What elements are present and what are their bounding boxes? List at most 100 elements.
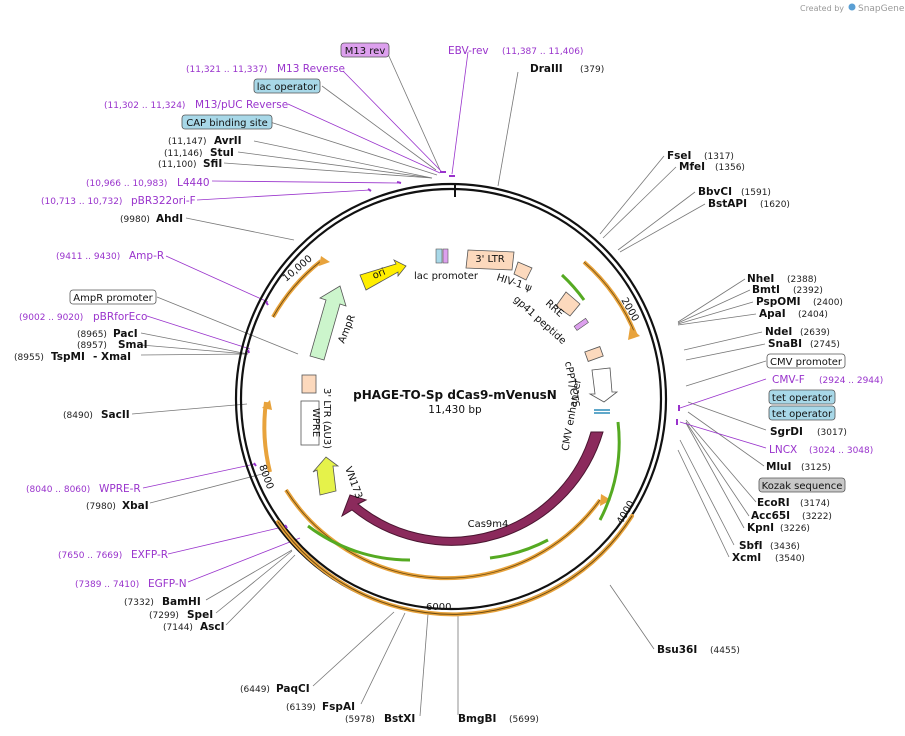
enzyme-spei: SpeI — [187, 609, 213, 621]
enzyme-paqci-pos: (6449) — [240, 685, 270, 695]
lac-operator-box — [253, 78, 321, 94]
enzyme-mfei-pos: (1356) — [715, 163, 745, 173]
kozak-box — [758, 477, 846, 493]
plasmid-name: pHAGE-TO-Sp dCas9-mVenusN — [353, 388, 557, 402]
enzyme-ahdi-pos: (9980) — [120, 215, 150, 225]
plasmid-size: 11,430 bp — [428, 404, 482, 416]
snapgene-logo-icon — [848, 3, 856, 11]
ltr3u3-feature — [301, 374, 317, 394]
cmvf-label: CMV-F — [772, 374, 805, 386]
enzyme-bstapi: BstAPI — [708, 198, 747, 210]
enzyme-avrii-pos: (11,147) — [168, 137, 207, 147]
exfp-pos: (7650 .. 7669) — [58, 551, 122, 561]
ampr-label: AmpR — [337, 313, 358, 345]
tet-operator-marks — [594, 409, 610, 414]
enzyme-sacii: SacII — [101, 409, 130, 421]
m13reverse-label: M13 Reverse — [277, 63, 345, 75]
enzyme-sbfi: SbfI — [739, 540, 763, 552]
egfp-pos: (7389 .. 7410) — [75, 580, 139, 590]
enzyme-acc65i: Acc65I — [751, 510, 790, 522]
gp41-feature — [573, 317, 589, 331]
lncx-pos: (3024 .. 3048) — [809, 446, 873, 456]
enzyme-bstapi-pos: (1620) — [760, 200, 790, 210]
enzyme-mfei: MfeI — [679, 161, 705, 173]
primer-marks — [247, 171, 680, 529]
ltr3-feature — [465, 249, 515, 271]
enzyme-tspmi: TspMI — [51, 351, 85, 363]
cap-site-box-label: CAP binding site — [186, 118, 268, 129]
enzyme-xcmi: XcmI — [732, 552, 761, 564]
m13puc-label: M13/pUC Reverse — [195, 99, 288, 111]
lac-operator-mark — [435, 248, 443, 264]
enzyme-apai-pos: (2404) — [798, 310, 828, 320]
pbrfor-pos: (9002 .. 9020) — [19, 313, 83, 323]
backbone-inner — [239, 187, 663, 611]
green-arcs — [307, 273, 621, 562]
ltr3-feature-2 — [513, 261, 533, 281]
enzyme-fspai-pos: (6139) — [286, 703, 316, 713]
cmv-enhancer-label: CMV enhancer — [560, 377, 584, 451]
m13puc-pos: (11,302 .. 11,324) — [104, 101, 185, 111]
arrow-head-4 — [600, 494, 611, 506]
m13reverse-pos: (11,321 .. 11,337) — [186, 65, 267, 75]
enzyme-xbai: XbaI — [122, 500, 149, 512]
lncx-label: LNCX — [769, 444, 797, 456]
enzyme-mlui-pos: (3125) — [801, 463, 831, 473]
enzyme-fsei: FseI — [667, 150, 691, 162]
enzyme-bstxi: BstXI — [384, 713, 415, 725]
pbr322-label: pBR322ori-F — [131, 195, 196, 207]
ampr-feature — [309, 285, 347, 361]
rre-feature — [555, 291, 581, 317]
enzyme-ecori-pos: (3174) — [800, 499, 830, 509]
credit-text: Created by — [800, 4, 844, 13]
enzyme-draiii: DraIII — [530, 63, 563, 75]
enzyme-mlui: MluI — [766, 461, 791, 473]
vn173-label: VN173 — [342, 465, 364, 500]
enzyme-sbfi-pos: (3436) — [770, 542, 800, 552]
enzyme-bmgbi: BmgBI — [458, 713, 496, 725]
wpre-primer-pos: (8040 .. 8060) — [26, 485, 90, 495]
l4440-label: L4440 — [177, 177, 210, 189]
enzyme-apai: ApaI — [759, 308, 786, 320]
enzyme-acc65i-pos: (3222) — [802, 512, 832, 522]
enzyme-bsu36i-pos: (4455) — [710, 646, 740, 656]
tet-operator-box-1-label: tet operator — [772, 393, 833, 404]
ampr-primer-label: Amp-R — [129, 250, 164, 262]
enzyme-sacii-pos: (8490) — [63, 411, 93, 421]
enzyme-stui-pos: (11,146) — [164, 149, 203, 159]
l4440-pos: (10,966 .. 10,983) — [86, 179, 167, 189]
m13rev-box-label: M13 rev — [345, 46, 386, 57]
enzyme-bamhi-pos: (7332) — [124, 598, 154, 608]
enzyme-stui: StuI — [210, 147, 234, 159]
ltr3u3-label: 3' LTR (ΔU3) — [321, 388, 332, 449]
lac-promoter-mark — [442, 248, 449, 264]
enzyme-bbvci: BbvCI — [698, 186, 732, 198]
leader-lines — [131, 53, 767, 717]
enzyme-snabi: SnaBI — [768, 338, 802, 350]
vn173-feature — [312, 456, 340, 496]
ampr-primer-pos: (9411 .. 9430) — [56, 252, 120, 262]
enzyme-ndei-pos: (2639) — [800, 328, 830, 338]
ori-label: ori — [371, 267, 387, 282]
primer-leader-lines — [142, 51, 767, 583]
ampr-promoter-box — [69, 289, 157, 305]
enzyme-bmti-pos: (2392) — [793, 286, 823, 296]
enzyme-paci: PacI — [113, 328, 138, 340]
outer-misc-arcs — [276, 514, 634, 617]
enzyme-ecori: EcoRI — [757, 497, 790, 509]
wpre-label: WPRE — [310, 408, 321, 437]
enzyme-spei-pos: (7299) — [149, 611, 179, 621]
lac-promoter-label: lac promoter — [414, 271, 479, 282]
enzyme-smai: SmaI — [118, 339, 148, 351]
lac-operator-box-label: lac operator — [257, 82, 318, 93]
enzyme-bstxi-pos: (5978) — [345, 715, 375, 725]
enzyme-paci-pos: (8965) — [77, 330, 107, 340]
enzyme-bamhi: BamHI — [162, 596, 201, 608]
enzyme-fsei-pos: (1317) — [704, 152, 734, 162]
cmv-promoter-box-label: CMV promoter — [770, 357, 843, 368]
enzyme-pspomi: PspOMI — [756, 296, 801, 308]
enzyme-nhei-pos: (2388) — [787, 275, 817, 285]
enzyme-asci-pos: (7144) — [163, 623, 193, 633]
enzyme-ahdi: AhdI — [156, 213, 183, 225]
